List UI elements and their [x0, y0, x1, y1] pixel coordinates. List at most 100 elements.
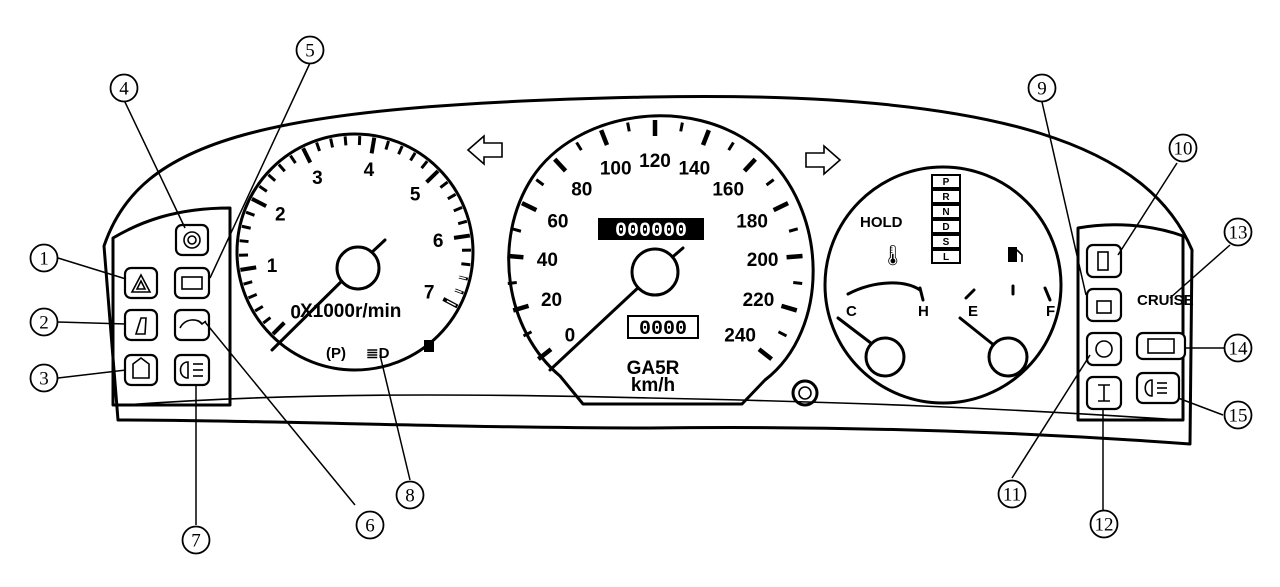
gear-position-p: P	[931, 174, 961, 189]
svg-text:15: 15	[1229, 406, 1248, 427]
lamp-hazard	[123, 266, 159, 300]
svg-text:7: 7	[191, 531, 201, 552]
tach-tick	[457, 219, 468, 226]
speed-tick	[772, 201, 790, 213]
tach-tick	[315, 142, 321, 152]
speed-tick	[522, 330, 533, 338]
speed-tick	[511, 227, 522, 233]
svg-text:9: 9	[1037, 79, 1047, 100]
speedometer-unit: km/h	[631, 375, 675, 396]
callout-14: 14	[1223, 333, 1253, 363]
svg-text:L: L	[943, 252, 949, 263]
coolant-temp-icon: 🌡	[880, 243, 905, 267]
tach-tick	[453, 233, 471, 240]
svg-text:12: 12	[1095, 515, 1114, 536]
tach-label: 1	[267, 256, 278, 277]
left-turn-arrow-icon	[466, 134, 503, 166]
speed-label: 60	[547, 212, 568, 233]
callout-4: 4	[109, 73, 139, 103]
tach-tick	[447, 192, 457, 201]
speed-tick	[626, 122, 631, 132]
callout-15: 15	[1223, 400, 1253, 430]
callout-13: 13	[1223, 217, 1253, 247]
tach-tick	[343, 136, 348, 146]
speed-tick	[757, 347, 774, 361]
lamp-seatbelt	[123, 308, 159, 342]
callout-10: 10	[1168, 133, 1198, 163]
tach-tick	[241, 224, 252, 230]
trip-meter-frame	[627, 315, 699, 339]
svg-text:S: S	[943, 237, 950, 248]
speed-label: 220	[743, 290, 775, 311]
speed-tick	[793, 281, 803, 285]
cruise-label: CRUISE	[1137, 292, 1194, 309]
tach-tick	[397, 145, 404, 155]
tach-label: 0	[290, 302, 301, 323]
callout-12: 12	[1089, 509, 1119, 539]
svg-text:6: 6	[365, 516, 375, 537]
callout-2: 2	[29, 307, 59, 337]
tach-label: 5	[410, 184, 421, 205]
tach-label: 4	[364, 160, 375, 181]
speed-tick	[786, 253, 803, 260]
speed-tick	[765, 178, 775, 187]
tach-redzone-mark	[455, 275, 466, 280]
speed-tick	[536, 347, 553, 361]
speed-tick	[727, 141, 735, 151]
tach-tick	[439, 180, 449, 189]
tach-tick	[267, 173, 277, 182]
tach-tick	[453, 206, 463, 213]
lamp-engine	[1085, 375, 1123, 411]
shift-indicator-icon	[424, 340, 434, 352]
speed-label: 140	[678, 158, 710, 179]
leader-lines	[57, 62, 1231, 525]
speed-label: 80	[571, 180, 592, 201]
svg-text:D: D	[942, 222, 949, 233]
callout-7: 7	[181, 525, 211, 555]
tach-tick	[329, 138, 335, 148]
bezel-inner-line	[124, 394, 1181, 421]
tach-tick	[420, 160, 429, 170]
speed-tick	[679, 122, 684, 132]
lamp-high-beam	[173, 353, 211, 387]
callout-3: 3	[29, 363, 59, 393]
tach-label: 7	[424, 282, 435, 303]
tach-label: 6	[433, 231, 444, 252]
svg-text:4: 4	[119, 79, 129, 100]
cluster-housing	[102, 94, 1194, 446]
tach-tick	[240, 265, 257, 272]
lamp-abs	[1085, 331, 1123, 367]
svg-text:5: 5	[305, 41, 315, 62]
tach-tick	[258, 185, 268, 193]
tach-label: 2	[275, 204, 286, 225]
right-warning-panel	[1076, 223, 1185, 422]
tach-redzone-mark	[451, 288, 462, 294]
callout-1: 1	[29, 243, 59, 273]
tach-tick	[262, 316, 272, 325]
speed-tick	[788, 227, 799, 233]
svg-text:10: 10	[1174, 139, 1193, 160]
speed-label: 200	[747, 250, 779, 271]
speed-tick	[780, 303, 798, 313]
speed-label: 0	[565, 325, 576, 346]
svg-text:8: 8	[405, 486, 415, 507]
gear-position-d: D	[931, 219, 961, 234]
trip-meter-display: 0000	[639, 318, 687, 341]
svg-text:3: 3	[39, 369, 49, 390]
tach-tick	[245, 210, 256, 217]
speed-label: 180	[736, 212, 768, 233]
speed-tick	[599, 129, 610, 146]
speedometer-model: GA5R	[627, 358, 680, 379]
callout-9: 9	[1027, 73, 1057, 103]
gear-position-r: R	[931, 189, 961, 204]
tach-tick	[301, 147, 313, 164]
speed-label: 240	[724, 325, 756, 346]
parking-indicator: (P)	[326, 345, 346, 362]
tach-redzone-mark	[446, 300, 456, 307]
tach-tick	[461, 262, 471, 267]
trip-reset-knob[interactable]	[791, 379, 819, 407]
